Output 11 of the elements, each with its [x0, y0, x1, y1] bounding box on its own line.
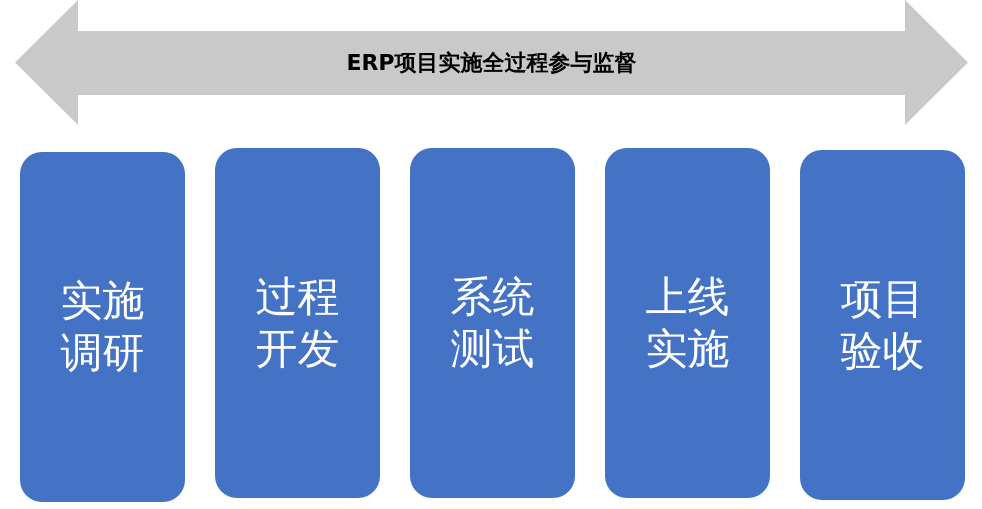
- stage-label: 系统测试: [450, 271, 536, 375]
- stage-label: 上线实施: [644, 271, 730, 375]
- stage-label: 过程开发: [254, 271, 340, 375]
- banner-text: ERP项目实施全过程参与监督: [346, 50, 637, 78]
- stage-label: 项目验收: [840, 273, 926, 377]
- stage-box: [215, 148, 380, 498]
- stage-box: [410, 148, 575, 498]
- stage-box: [605, 148, 770, 498]
- stage-label: 实施调研: [60, 275, 146, 379]
- stage-box: [800, 150, 965, 500]
- stage-box: [20, 152, 185, 502]
